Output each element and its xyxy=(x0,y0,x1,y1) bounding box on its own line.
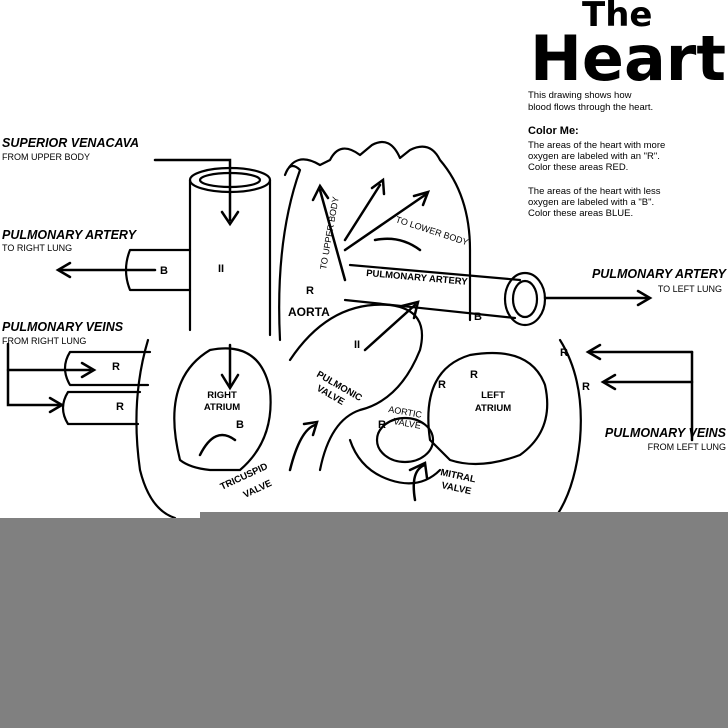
label-superior-vena-cava: SUPERIOR VENACAVA xyxy=(2,136,139,150)
label-to-upper-body: TO UPPER BODY xyxy=(318,196,341,270)
marker-r-aorta: R xyxy=(306,285,314,297)
marker-b-right-atrium: B xyxy=(236,419,244,431)
marker-r-left-vein-2: R xyxy=(582,381,590,393)
red-instruction-1: The areas of the heart with more xyxy=(528,140,665,151)
sub-pulmonary-artery-right: TO LEFT LUNG xyxy=(658,284,722,294)
intro-line-1: This drawing shows how xyxy=(528,90,632,101)
sub-pulmonary-artery-left: TO RIGHT LUNG xyxy=(2,243,72,253)
gray-band xyxy=(0,518,728,728)
sub-superior-vena-cava: FROM UPPER BODY xyxy=(2,152,90,162)
leader-arrows xyxy=(6,158,694,442)
color-markers: B II R B II R R B R R R R R xyxy=(112,263,590,431)
label-left-atrium-1: LEFT xyxy=(481,390,505,401)
label-pulmonary-artery-right: PULMONARY ARTERY xyxy=(592,267,728,281)
blue-instruction-3: Color these areas BLUE. xyxy=(528,208,633,219)
label-pulmonary-veins-right: PULMONARY VEINS xyxy=(605,426,727,440)
label-aorta: AORTA xyxy=(288,305,330,319)
label-pulmonary-veins-left: PULMONARY VEINS xyxy=(2,320,124,334)
marker-r-left-atrium-1: R xyxy=(470,369,478,381)
marker-r-pulmonary-vein-2: R xyxy=(116,401,124,413)
marker-r-left-vein-1: R xyxy=(560,347,568,359)
marker-r-pulmonary-vein-1: R xyxy=(112,361,120,373)
marker-b-pulmonary-artery-right-lung: B xyxy=(160,265,168,277)
marker-r-left-atrium-2: R xyxy=(438,379,446,391)
gray-band-notch xyxy=(200,512,728,520)
marker-b-pulmonary-artery-center: B xyxy=(474,311,482,323)
intro-line-2: blood flows through the heart. xyxy=(528,102,653,113)
label-right-atrium-2: ATRIUM xyxy=(204,402,240,413)
blue-instruction-1: The areas of the heart with less xyxy=(528,186,661,197)
label-pulmonary-artery-left: PULMONARY ARTERY xyxy=(2,228,138,242)
sub-pulmonary-veins-right: FROM LEFT LUNG xyxy=(648,442,726,452)
title-the: The xyxy=(582,0,652,35)
marker-ii-septum: II xyxy=(354,339,360,351)
label-left-atrium-2: ATRIUM xyxy=(475,403,511,414)
red-instruction-3: Color these areas RED. xyxy=(528,162,628,173)
blue-instruction-2: oxygen are labeled with a "B". xyxy=(528,197,654,208)
label-right-atrium-1: RIGHT xyxy=(207,390,237,401)
flow-arrows xyxy=(198,177,431,502)
sub-pulmonary-veins-left: FROM RIGHT LUNG xyxy=(2,336,86,346)
marker-ii-vena-cava: II xyxy=(218,263,224,275)
red-instruction-2: oxygen are labeled with an "R". xyxy=(528,151,660,162)
marker-r-aortic-valve: R xyxy=(378,419,386,431)
label-aortic-valve-2: VALVE xyxy=(393,416,422,431)
color-me-heading: Color Me: xyxy=(528,125,579,137)
title-heart: Heart xyxy=(530,22,726,95)
heart-outline xyxy=(61,140,582,520)
